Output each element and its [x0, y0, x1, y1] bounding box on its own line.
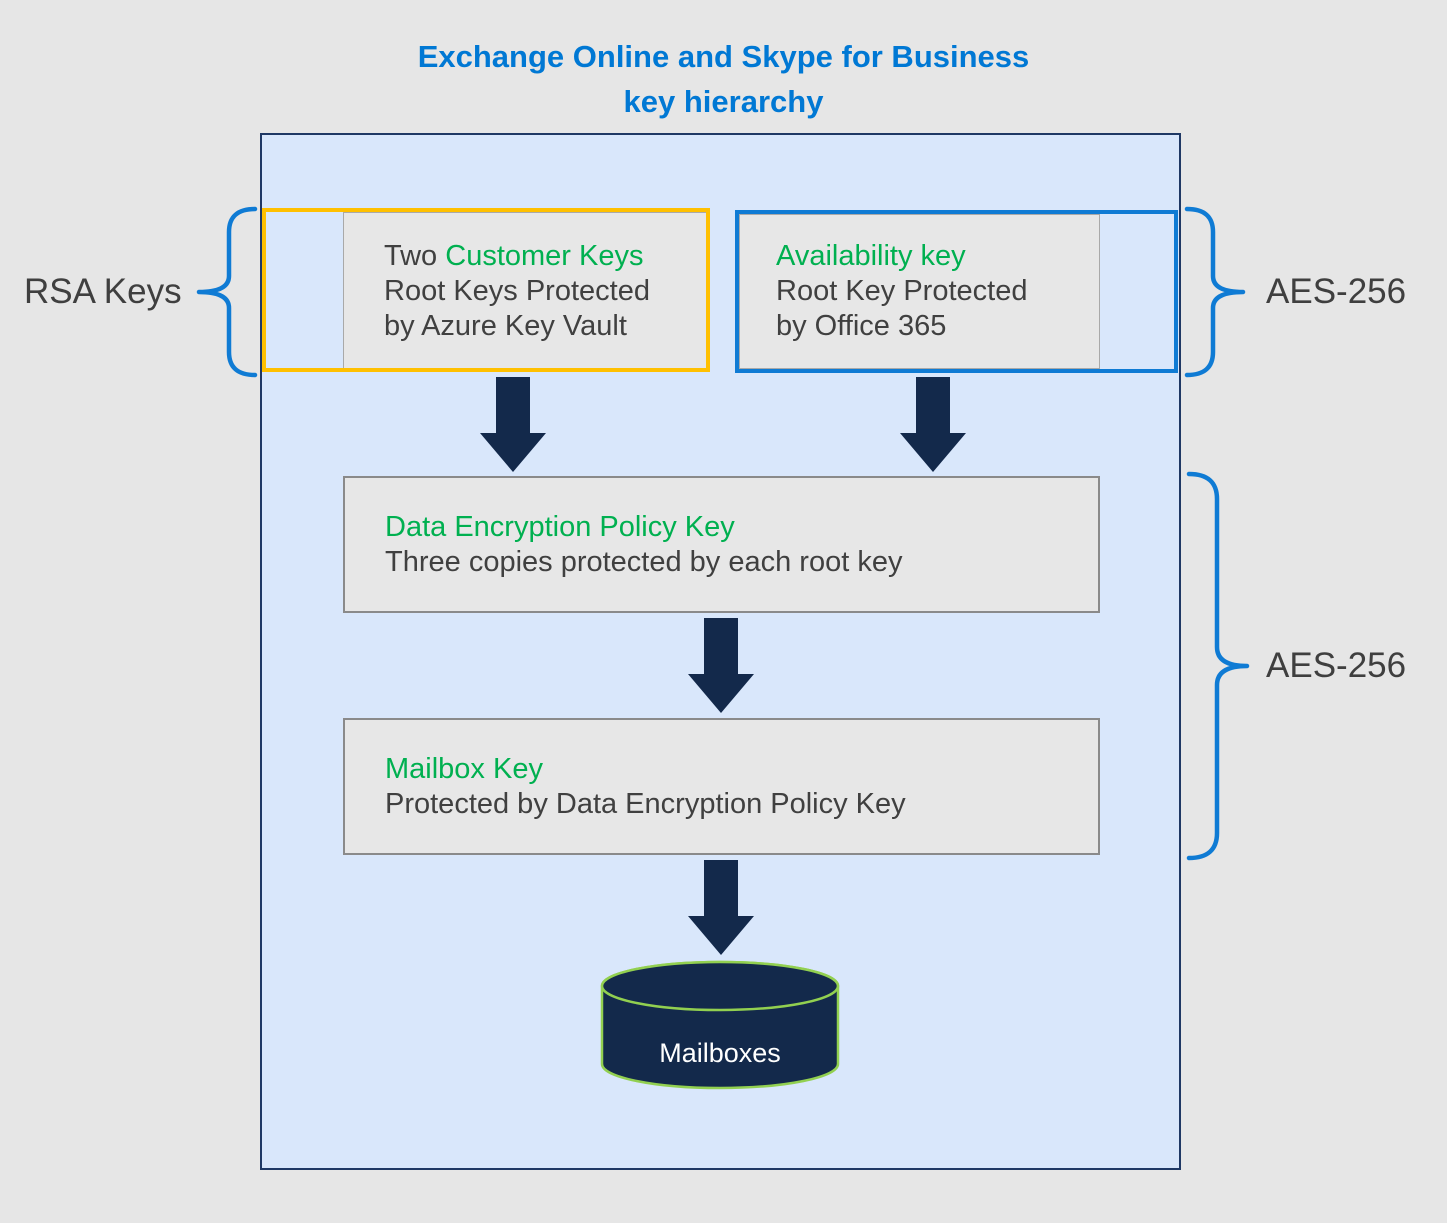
dep-key-name: Data Encryption Policy Key [385, 510, 735, 543]
mailboxes-label: Mailboxes [659, 1038, 781, 1068]
customer-keys-line3: by Azure Key Vault [384, 309, 627, 342]
aes-256-top-brace-icon [1184, 206, 1246, 378]
diagram-title: Exchange Online and Skype for Business k… [0, 34, 1447, 124]
mailbox-key-name: Mailbox Key [385, 752, 543, 785]
rsa-keys-brace-icon [196, 206, 258, 378]
mailbox-key-box: Mailbox Key Protected by Data Encryption… [343, 718, 1100, 855]
availability-key-box: Availability key Root Key Protected by O… [739, 214, 1100, 369]
diagram-title-line1: Exchange Online and Skype for Business [417, 39, 1030, 74]
arrow-down-mailboxkey-to-mailboxes-icon [688, 860, 754, 955]
aes-256-bottom-label: AES-256 [1266, 646, 1407, 685]
customer-keys-prefix: Two [384, 239, 446, 272]
availability-key-name: Availability key [776, 240, 966, 272]
customer-keys-line2: Root Keys Protected [384, 274, 650, 307]
diagram-title-line2: key hierarchy [623, 84, 824, 119]
availability-key-line2: Root Key Protected [776, 275, 1028, 307]
arrow-down-dep-to-mailboxkey-icon [688, 618, 754, 713]
aes-256-bottom-brace-icon [1186, 471, 1250, 861]
mailboxes-cylinder-icon [600, 960, 840, 1090]
customer-keys-box: Two Customer Keys Root Keys Protected by… [343, 212, 708, 370]
rsa-keys-label: RSA Keys [24, 272, 182, 311]
dep-key-box: Data Encryption Policy Key Three copies … [343, 476, 1100, 613]
customer-keys-name: Customer Keys [445, 239, 644, 272]
dep-key-line2: Three copies protected by each root key [385, 545, 903, 578]
mailbox-key-line2: Protected by Data Encryption Policy Key [385, 787, 906, 820]
aes-256-top-label: AES-256 [1266, 272, 1407, 311]
customer-keys-outline [262, 208, 710, 372]
customer-keys-title: Two Customer Keys [384, 239, 707, 274]
availability-key-line3: by Office 365 [776, 310, 947, 342]
arrow-down-availability-to-dep-icon [900, 377, 966, 472]
arrow-down-customer-to-dep-icon [480, 377, 546, 472]
availability-key-outline [735, 210, 1178, 373]
